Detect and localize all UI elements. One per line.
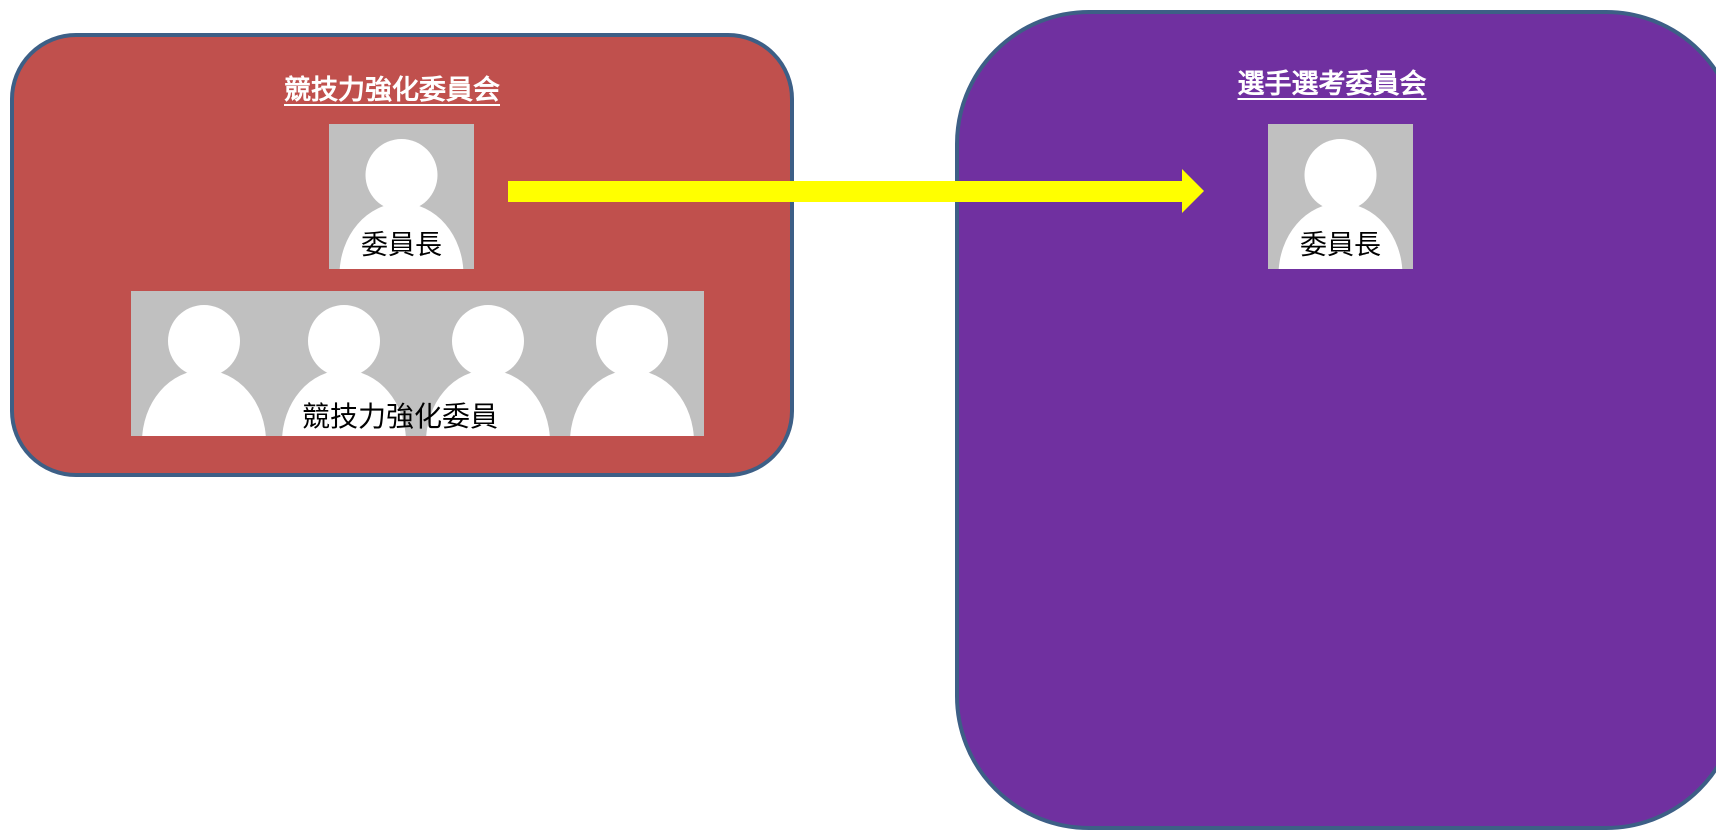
enhancement-committee-title: 競技力強化委員会 bbox=[284, 75, 500, 106]
enhancement-member-avatar bbox=[559, 291, 704, 436]
person-silhouette-icon bbox=[426, 305, 550, 436]
enhancement-members-label: 競技力強化委員 bbox=[301, 400, 498, 433]
connector-arrow-icon bbox=[508, 169, 1204, 213]
enhancement-member-avatar bbox=[131, 291, 276, 436]
selection-committee-title: 選手選考委員会 bbox=[1237, 69, 1427, 100]
person-silhouette-icon bbox=[1278, 139, 1403, 269]
person-silhouette-icon bbox=[570, 305, 694, 436]
selection-chair-label: 委員長 bbox=[1300, 230, 1381, 261]
enhancement-chair-avatar: 委員長 bbox=[329, 124, 474, 269]
enhancement-chair-label: 委員長 bbox=[361, 230, 442, 261]
person-silhouette-icon bbox=[339, 139, 464, 269]
selection-chair-avatar: 委員長 bbox=[1268, 124, 1413, 269]
enhancement-member-avatar bbox=[415, 291, 560, 436]
person-silhouette-icon bbox=[142, 305, 266, 436]
enhancement-member-avatar bbox=[271, 291, 416, 436]
person-silhouette-icon bbox=[282, 305, 406, 436]
